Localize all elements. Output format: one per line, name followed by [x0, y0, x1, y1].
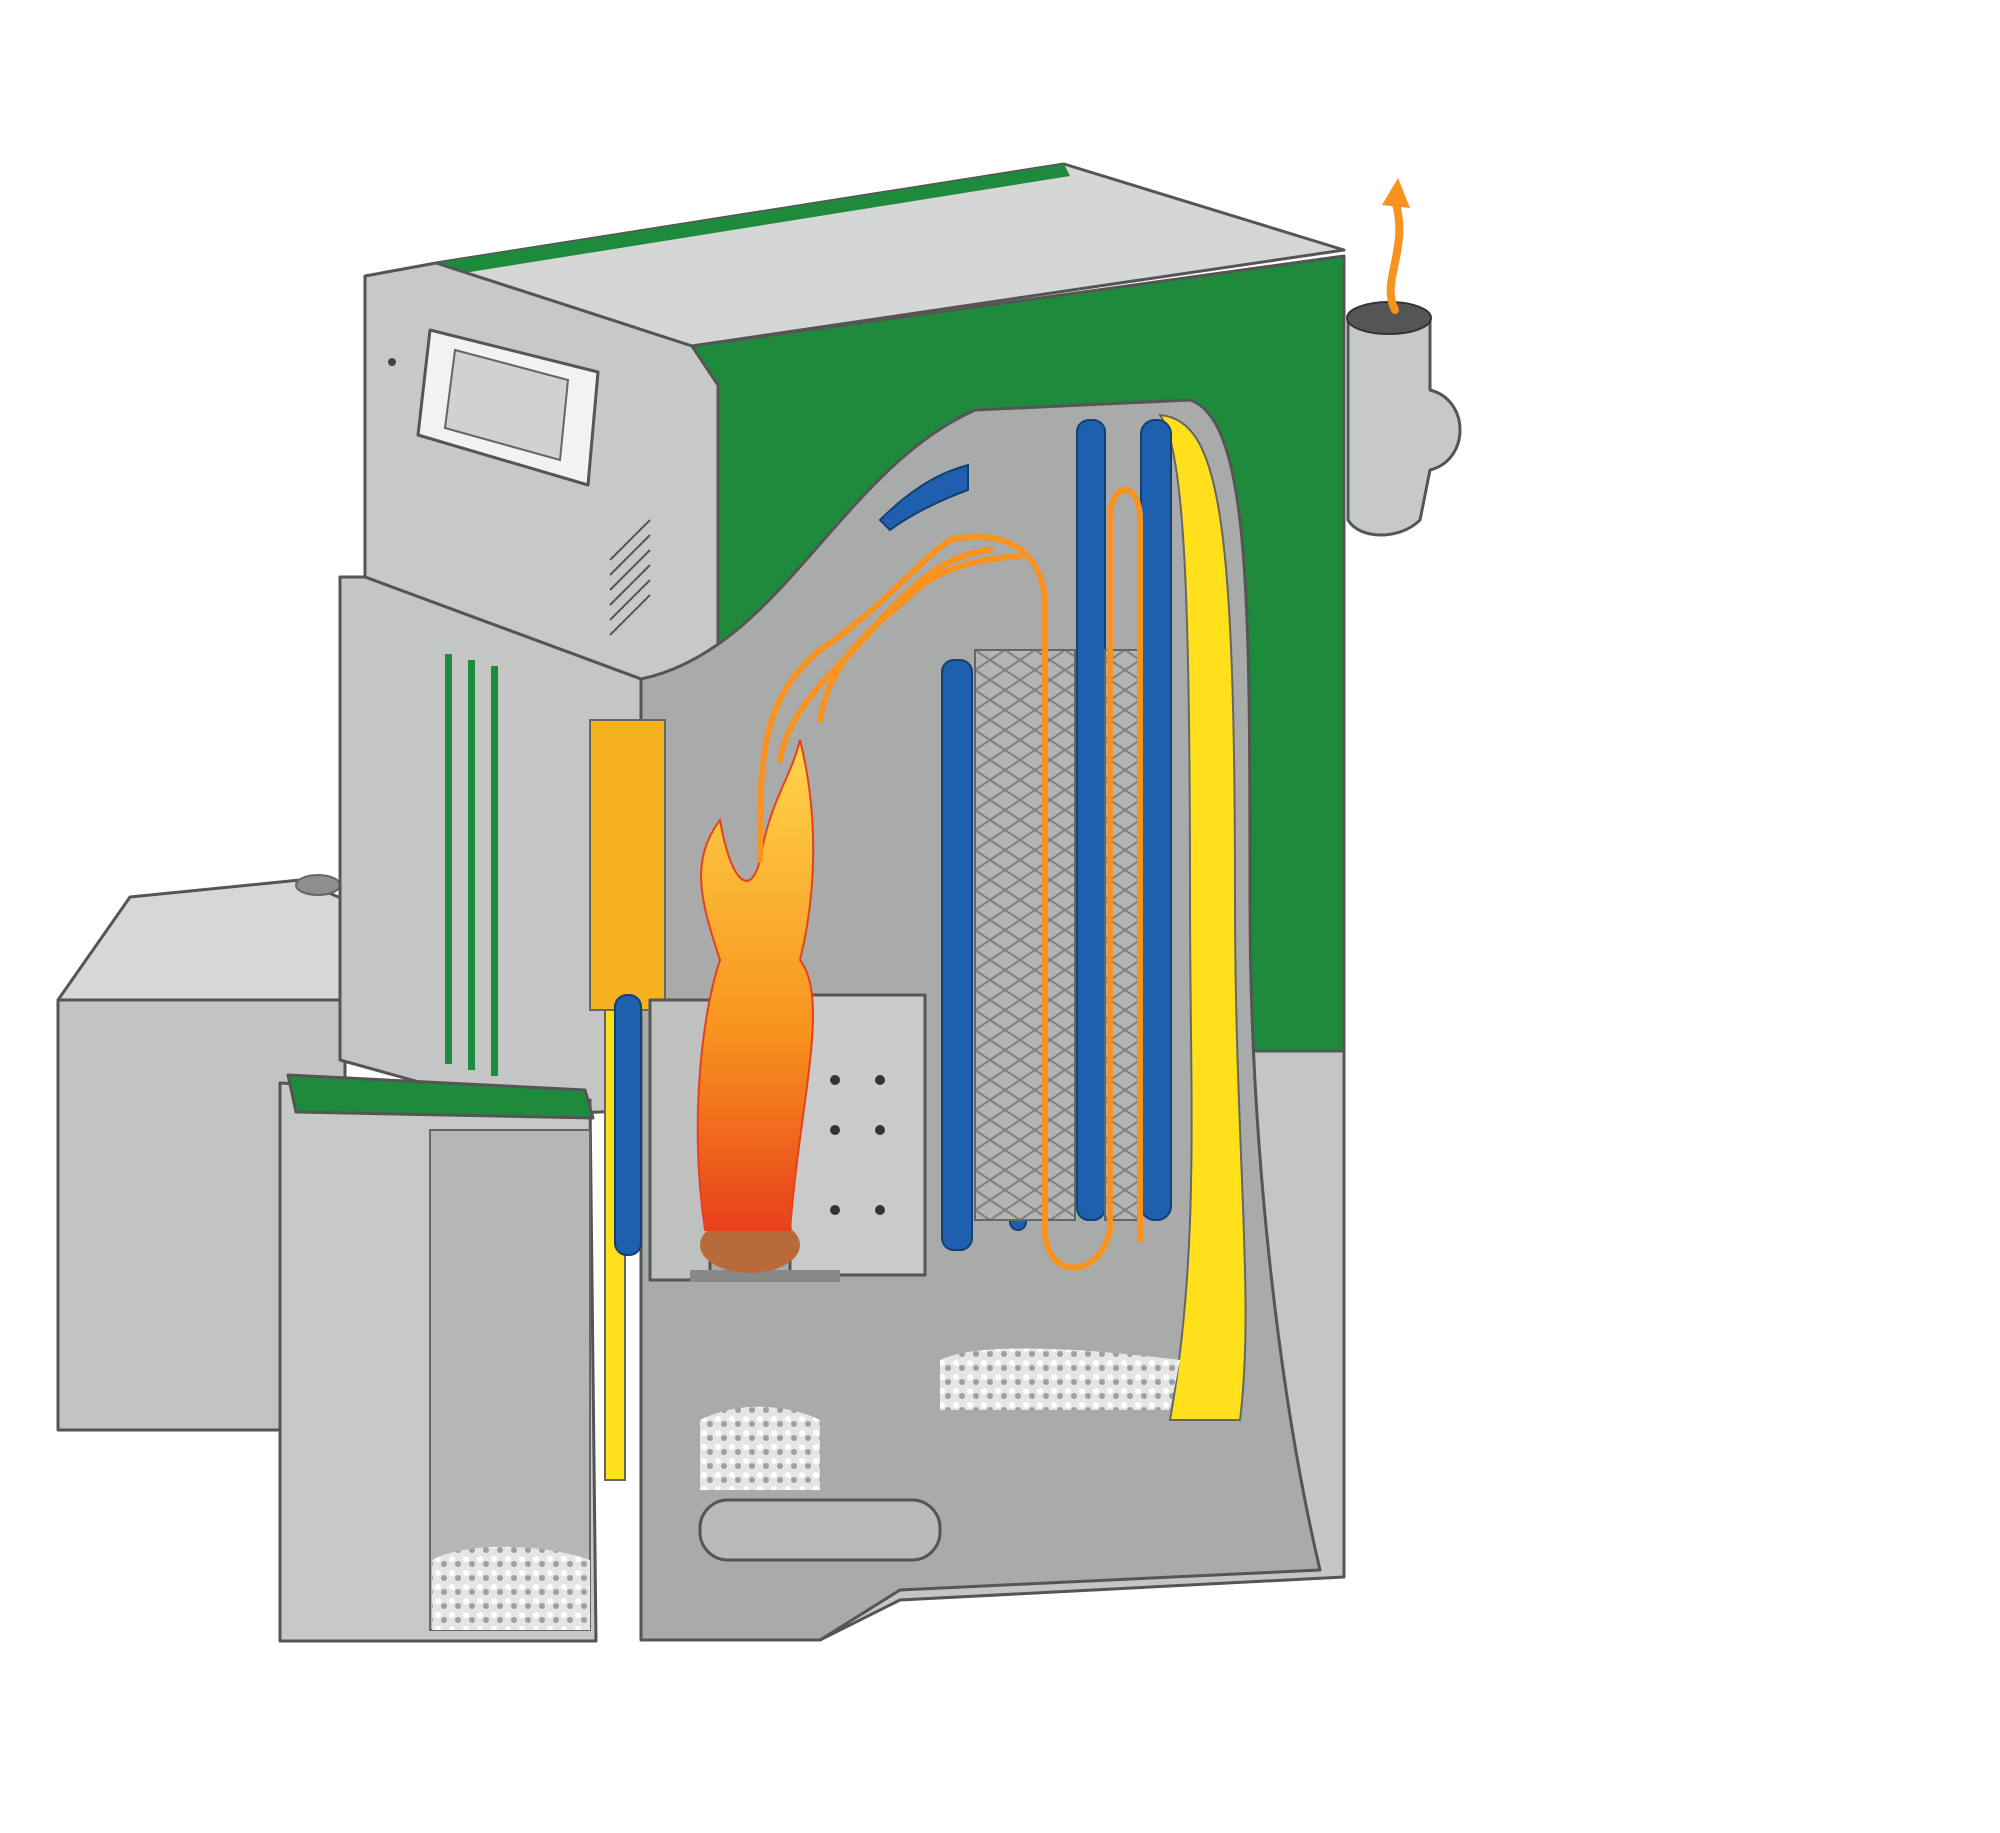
- pellet-hopper: [56, 874, 347, 1432]
- indicator-light: [388, 358, 396, 366]
- ash-pile-burner: [700, 1406, 820, 1490]
- hopper-feed-port: [295, 874, 341, 896]
- exhaust-arrow-icon: [1382, 178, 1410, 314]
- flue-pipe: [1346, 301, 1462, 537]
- top-green-stripe: [436, 164, 1070, 276]
- orange-insulation-block: [589, 719, 666, 1011]
- ash-pile: [940, 1348, 1180, 1410]
- ash-bin[interactable]: [278, 1073, 598, 1643]
- flue-gas-flow-lines: [757, 487, 1143, 1271]
- burner-grate: [648, 993, 927, 1282]
- control-panel-display[interactable]: [416, 328, 600, 487]
- yellow-insulation: [1157, 413, 1247, 1421]
- ash-auger-tube: [698, 1498, 942, 1562]
- green-trim-stripes: [445, 654, 498, 1076]
- heat-exchanger-turbulators: [974, 649, 1076, 1221]
- vent-slots: [609, 519, 651, 636]
